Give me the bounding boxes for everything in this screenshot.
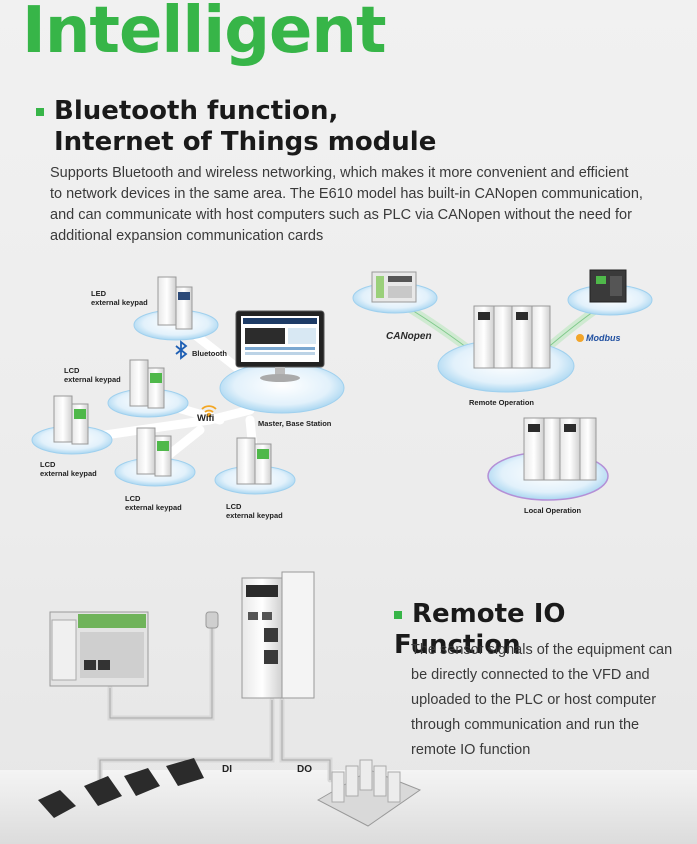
valve-manifold-device [316,759,422,827]
green-bullet-icon [394,610,402,619]
label-line: LCD [40,460,56,469]
modbus-logo: Modbus [586,333,621,343]
lcd-keypad-device-d [236,437,272,485]
di-label: DI [222,764,232,775]
remote-io-heading: Remote IO Function [394,599,697,661]
led-keypad-label: LED external keypad [91,289,148,307]
local-operation-drives [523,417,597,481]
photoelectric-sensor-icons [38,758,204,818]
description-line: The sensor signals of the equipment can [411,642,673,658]
cable-connector-icon [205,611,219,629]
lcd-keypad-device-a [129,359,165,409]
label-line: LCD [226,502,242,511]
description-line: be directly connected to the VFD and [411,667,650,683]
wifi-label: Wifi [197,413,215,424]
label-line: external keypad [226,511,283,520]
label-line: LCD [125,494,141,503]
io-cables-outline [99,620,331,780]
heading-line-2: Internet of Things module [54,127,437,157]
label-line: external keypad [125,503,182,512]
label-line: LCD [64,366,80,375]
remote-io-plc-device [49,611,149,687]
lcd-keypad-label-a: LCD external keypad [64,366,121,384]
heading-line-1: Bluetooth function, [54,96,339,126]
description-line: remote IO function [411,742,531,758]
description-line: uploaded to the PLC or host computer [411,692,657,708]
green-bullet-icon [36,107,44,116]
canopen-plc-device [371,271,417,303]
lcd-keypad-label-d: LCD external keypad [226,502,283,520]
bluetooth-label: Bluetooth [192,349,227,358]
page-title: Intelligent [22,0,387,68]
remote-io-description: The sensor signals of the equipment can … [411,638,691,763]
local-operation-label: Local Operation [524,506,582,515]
description-line: Supports Bluetooth and wireless networki… [50,165,629,181]
master-station-label: Master, Base Station [258,419,332,428]
description-line: and can communicate with host computers … [50,207,632,223]
remote-operation-label: Remote Operation [469,398,535,407]
canopen-logo: CANopen [386,331,432,342]
label-line: LED [91,289,106,298]
description-line: additional expansion communication cards [50,228,324,244]
led-keypad-device [157,276,193,330]
label-line: external keypad [91,298,148,307]
description-line: through communication and run the [411,717,640,733]
wifi-icon [201,405,217,418]
modbus-logo-icon [576,334,584,342]
description-line: to network devices in the same area. The… [50,186,643,202]
remote-operation-drives [473,305,551,369]
lcd-keypad-label-c: LCD external keypad [125,494,182,512]
bluetooth-section-description: Supports Bluetooth and wireless networki… [50,163,690,247]
bluetooth-section-heading: Bluetooth function, Internet of Things m… [36,96,436,158]
label-line: external keypad [64,375,121,384]
do-label: DO [297,764,312,775]
lcd-keypad-device-b [53,395,89,445]
label-line: external keypad [40,469,97,478]
bluetooth-icon [175,340,188,360]
lcd-keypad-label-b: LCD external keypad [40,460,97,478]
vfd-drive-device [241,571,315,699]
modbus-plc-device [589,269,627,303]
heading-text: Remote IO Function [394,599,566,660]
lcd-keypad-device-c [136,427,172,477]
monitor-icon [235,310,325,382]
